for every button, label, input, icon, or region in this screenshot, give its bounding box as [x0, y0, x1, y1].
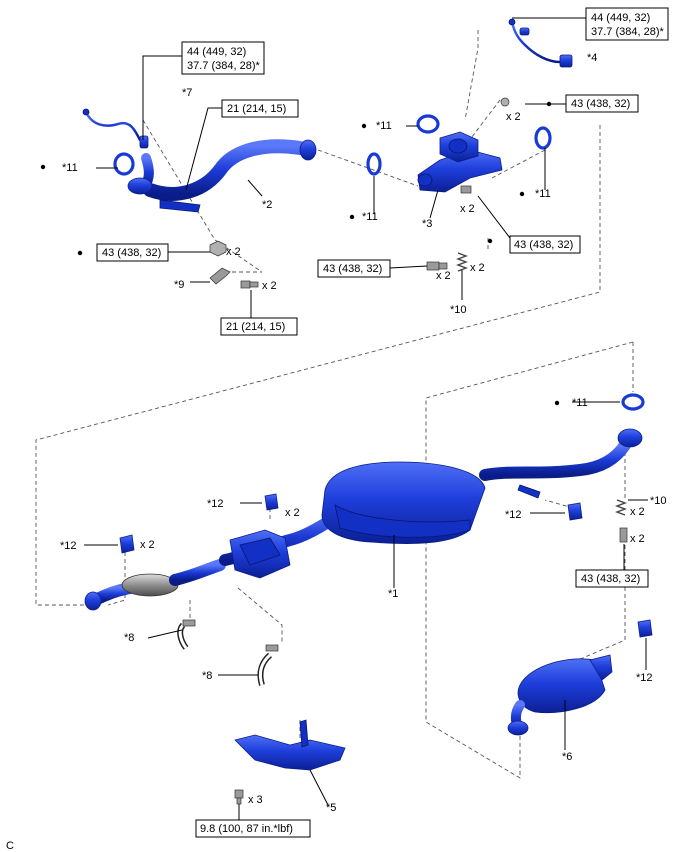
torque-box-44-right: 44 (449, 32) 37.7 (384, 28)* — [585, 7, 669, 41]
callout-6: *6 — [562, 751, 572, 763]
bullet-dot — [40, 164, 46, 170]
callout-4: *4 — [587, 52, 597, 64]
tail-muffler-6 — [507, 654, 613, 736]
qty-bolt-43-mid: x 2 — [436, 270, 451, 282]
tail-pipe-section — [479, 428, 643, 499]
bullet-dot — [77, 250, 83, 256]
torque-box-43-lower-right: 43 (438, 32) — [575, 569, 649, 588]
callout-12-left: *12 — [60, 540, 77, 552]
callout-11-lower: *11 — [572, 397, 588, 409]
gasket-ring-11-left — [113, 152, 135, 176]
torque-43-left: 43 (438, 32) — [102, 247, 161, 259]
front-catalytic-converter — [84, 559, 226, 611]
callout-3: *3 — [422, 218, 432, 230]
torque-21-top: 21 (214, 15) — [227, 103, 286, 115]
corner-mark: C — [6, 840, 14, 852]
gasket-ring-11-lower — [621, 393, 645, 411]
bullet-dots — [40, 101, 560, 406]
callout-11-top: *11 — [376, 120, 392, 132]
bolt-43-lower-mid — [426, 261, 448, 271]
torque-9-8: 9.8 (100, 87 in.*lbf) — [200, 823, 293, 835]
torque-43-top-right: 43 (438, 32) — [571, 98, 630, 110]
torque-44-right-line2: 37.7 (384, 28)* — [591, 26, 664, 38]
torque-box-9-8: 9.8 (100, 87 in.*lbf) — [195, 819, 311, 838]
spring-10-lower — [615, 499, 627, 516]
callout-9: *9 — [174, 279, 184, 291]
callout-10-upper: *10 — [450, 304, 467, 316]
torque-43-mid: 43 (438, 32) — [323, 263, 382, 275]
callout-labels: *7 *2 *11 *9 *4 *11 *11 *11 *3 *10 *11 *… — [6, 52, 667, 852]
gasket-ring-11-top — [416, 114, 440, 134]
qty-hanger-12-upper: x 2 — [285, 507, 300, 519]
qty-nut-43-left: x 2 — [226, 246, 241, 258]
torque-box-43-mid-right: 43 (438, 32) — [509, 235, 581, 254]
bullet-dot — [487, 238, 493, 244]
torque-box-43-mid: 43 (438, 32) — [317, 259, 391, 278]
spring-10-upper — [456, 252, 468, 272]
nut-43-left — [209, 240, 227, 257]
torque-box-21-top: 21 (214, 15) — [221, 99, 299, 118]
bolt-43-mid-right — [460, 185, 472, 194]
torque-44-left-line2: 37.7 (384, 28)* — [187, 60, 260, 72]
gasket-ring-11-right — [534, 126, 552, 150]
gasket-ring-11-mid — [366, 152, 382, 176]
heat-shield-5 — [234, 719, 346, 771]
bullet-dot — [349, 214, 355, 220]
torque-box-21-bottom: 21 (214, 15) — [220, 317, 298, 336]
callout-12-upper: *12 — [207, 498, 224, 510]
bolt-21 — [240, 280, 259, 289]
bolt-9-8 — [234, 789, 244, 805]
qty-spring-10-upper: x 2 — [470, 262, 485, 274]
qty-nut-43-top-right: x 2 — [506, 111, 521, 123]
hanger-12-lower-right — [637, 619, 653, 638]
bullet-dot — [361, 123, 367, 129]
qty-bolt-9-8: x 3 — [248, 794, 263, 806]
front-exhaust-pipe-2 — [127, 139, 317, 213]
torque-box-43-left: 43 (438, 32) — [96, 243, 169, 262]
torque-21-bottom: 21 (214, 15) — [226, 321, 285, 333]
air-fuel-ratio-sensor-left — [82, 108, 149, 149]
callout-2: *2 — [262, 199, 272, 211]
hanger-12-upper — [264, 493, 279, 511]
qty-bolt-43-mid-right: x 2 — [460, 203, 475, 215]
bracket-9 — [209, 267, 231, 285]
hanger-12-right — [567, 502, 583, 521]
callout-11-right: *11 — [535, 188, 551, 200]
callout-11-left: *11 — [62, 162, 78, 174]
exhaust-manifold-3 — [417, 131, 503, 193]
callout-1: *1 — [388, 588, 398, 600]
torque-43-mid-right: 43 (438, 32) — [514, 239, 573, 251]
hose-8-upper — [177, 619, 196, 650]
hose-8-lower — [257, 644, 279, 686]
callout-8-upper: *8 — [124, 632, 134, 644]
qty-spring-10-lower: x 2 — [630, 506, 645, 518]
torque-box-43-top-right: 43 (438, 32) — [565, 94, 639, 113]
hanger-12-left — [119, 534, 135, 554]
leader-lines — [84, 17, 648, 820]
torque-43-lower-right: 43 (438, 32) — [581, 573, 640, 585]
callout-5: *5 — [326, 802, 336, 814]
main-muffler-1 — [321, 461, 486, 544]
bullet-dot — [546, 101, 552, 107]
qty-bolt-43-lower-right: x 2 — [630, 533, 645, 545]
qty-bolt-21: x 2 — [262, 280, 277, 292]
nut-43-top-right — [500, 97, 510, 107]
quantity-labels: x 2 x 2 x 2 x 2 x 2 x 2 x 2 x 2 x 2 x 2 … — [140, 111, 645, 806]
qty-hanger-12-left: x 2 — [140, 539, 155, 551]
callout-7: *7 — [182, 87, 192, 99]
torque-44-left-line1: 44 (449, 32) — [187, 46, 246, 58]
bullet-dot — [554, 400, 560, 406]
callout-10-lower: *10 — [650, 495, 667, 507]
air-fuel-ratio-sensor-right — [508, 18, 573, 68]
callout-12-right: *12 — [505, 509, 522, 521]
torque-44-right-line1: 44 (449, 32) — [591, 12, 650, 24]
callout-8-lower: *8 — [202, 670, 212, 682]
callout-11-mid: *11 — [362, 211, 378, 223]
torque-box-44-left: 44 (449, 32) 37.7 (384, 28)* — [181, 41, 265, 75]
callout-12-lower-right: *12 — [636, 672, 653, 684]
bolt-43-lower-right — [619, 527, 628, 543]
bullet-dot — [519, 191, 525, 197]
